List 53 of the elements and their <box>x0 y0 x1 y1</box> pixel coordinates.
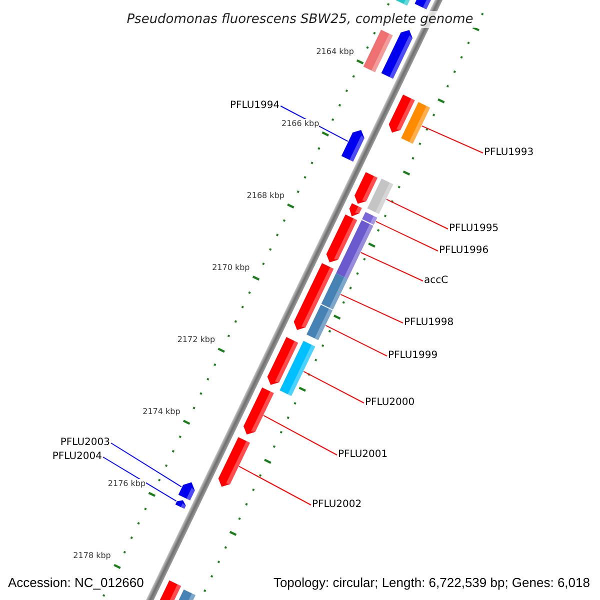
scale-label: 2174 kbp <box>142 407 180 416</box>
gene-block <box>306 304 333 340</box>
gene-label: PFLU1998 <box>404 316 454 328</box>
leader-line <box>360 252 424 282</box>
gene-feature <box>267 337 298 385</box>
gene-label: PFLU2002 <box>312 498 362 510</box>
gene-feature <box>178 482 195 500</box>
leader-line <box>102 456 177 502</box>
leader-line <box>238 466 312 506</box>
gene-block <box>395 0 412 6</box>
gene-label: PFLU2001 <box>338 448 388 460</box>
gene-feature <box>175 500 186 509</box>
gene-block <box>363 30 393 72</box>
gene-block <box>401 102 430 144</box>
gene-label: PFLU1995 <box>449 222 499 234</box>
scale-label: 2172 kbp <box>177 335 216 344</box>
gene-label: PFLU1994 <box>230 100 280 110</box>
gene-label: accC <box>424 274 448 286</box>
leader-line <box>340 294 404 324</box>
gene-label: PFLU1993 <box>484 146 534 158</box>
gene-feature <box>244 388 274 434</box>
scale-label: 2166 kbp <box>282 118 320 128</box>
gene-feature <box>388 94 415 133</box>
gene-block <box>280 340 316 396</box>
gene-block <box>336 220 374 279</box>
leader-line <box>325 324 388 356</box>
leader-line <box>303 370 364 404</box>
gene-feature <box>349 203 362 216</box>
leader-line <box>421 125 484 154</box>
gene-feature <box>341 130 364 162</box>
gene-label: PFLU2004 <box>52 450 102 462</box>
gene-label: PFLU2000 <box>365 396 415 408</box>
scale-label: 2176 kbp <box>108 479 146 488</box>
leader-line <box>386 198 448 230</box>
gene-label: PFLU1996 <box>439 244 489 256</box>
gene-label: PFLU1999 <box>388 350 438 360</box>
scale-label: 2170 kbp <box>212 262 250 272</box>
gene-block <box>367 178 394 214</box>
gene-block <box>414 0 434 10</box>
gene-block <box>321 273 348 310</box>
gene-block <box>362 212 378 225</box>
leader-line <box>263 414 338 456</box>
gene-feature <box>381 30 413 79</box>
scale-label: 2164 kbp <box>316 46 354 56</box>
scale-label: 2168 kbp <box>246 190 284 200</box>
gene-feature <box>294 263 334 330</box>
gene-feature <box>326 214 358 262</box>
gene-feature <box>354 172 378 204</box>
gene-block <box>159 580 182 600</box>
scale-label: 2178 kbp <box>73 551 111 560</box>
gene-feature <box>218 437 250 487</box>
leader-line <box>110 442 182 488</box>
gene-label: PFLU2003 <box>60 436 110 448</box>
